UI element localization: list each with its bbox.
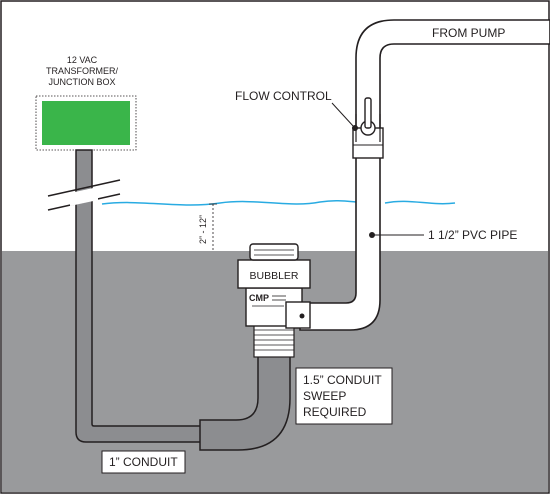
junction-box [42, 101, 130, 145]
junction-box-outline [35, 95, 137, 151]
conduit-label: 1” CONDUIT [109, 455, 178, 469]
depth-label: 2” - 12” [198, 215, 208, 244]
flow-control-leader-dot [352, 125, 358, 131]
conduit-label-box [101, 450, 186, 474]
transformer-label-1: 12 VAC [67, 55, 98, 65]
water-surface-line [101, 199, 456, 206]
from-pump-label: FROM PUMP [432, 26, 505, 40]
sweep-label-3: REQUIRED [303, 405, 367, 419]
bubbler-brand: CMP [249, 293, 269, 303]
conduit-sweep [199, 355, 291, 451]
pvc-pipe [299, 19, 550, 331]
bubbler-inlet [285, 301, 311, 329]
transformer-label-2: TRANSFORMER/ [46, 66, 118, 76]
sweep-label-box [295, 367, 393, 425]
pvc-pipe-leader-dot [369, 232, 375, 238]
flow-control-label: FLOW CONTROL [235, 89, 332, 103]
sweep-label-1: 1.5” CONDUIT [303, 373, 382, 387]
sweep-label-2: SWEEP [303, 389, 346, 403]
transformer-label-3: JUNCTION BOX [48, 77, 115, 87]
bubbler-cap [249, 243, 299, 261]
bubbler-label: BUBBLER [249, 270, 298, 282]
depth-dimension: 2” - 12” [198, 203, 217, 251]
pvc-pipe-label: 1 1/2” PVC PIPE [428, 228, 517, 242]
bubbler-assembly: CMP BUBBLER [237, 243, 311, 358]
flow-control-leader [331, 102, 355, 128]
conduit-break-lines [47, 179, 121, 211]
bubbler-label-band [237, 259, 311, 289]
flow-control-valve [352, 97, 384, 159]
